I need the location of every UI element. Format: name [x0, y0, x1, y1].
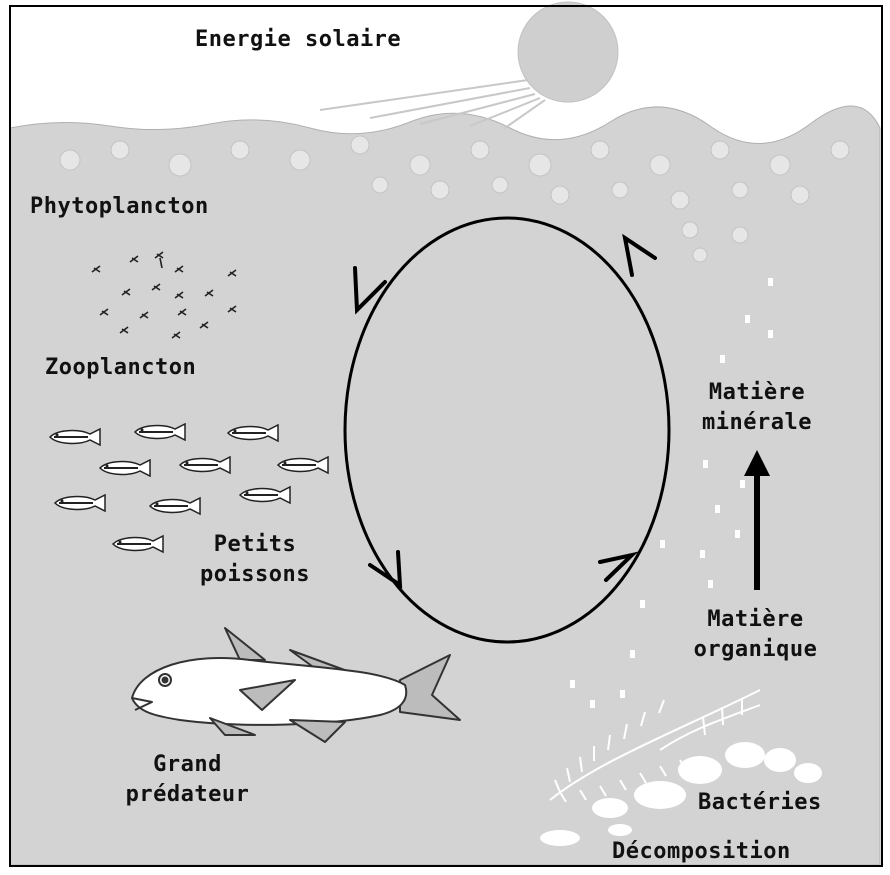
sky	[0, 0, 890, 130]
label-matiere-minerale: Matière minérale	[682, 378, 832, 438]
label-phytoplancton: Phytoplancton	[30, 192, 209, 222]
label-matiere-1: Matière	[682, 378, 832, 408]
label-decomposition: Décomposition	[612, 837, 791, 867]
label-predateur: prédateur	[100, 780, 275, 810]
label-petits: Petits	[185, 530, 325, 560]
label-bacteries: Bactéries	[698, 788, 822, 818]
label-matiere-organique: Matière organique	[668, 605, 843, 665]
label-organique: organique	[668, 635, 843, 665]
label-poissons: poissons	[185, 560, 325, 590]
label-energie-solaire: Energie solaire	[195, 25, 401, 55]
sun-icon	[518, 2, 618, 102]
label-minerale: minérale	[682, 408, 832, 438]
label-petits-poissons: Petits poissons	[185, 530, 325, 590]
label-matiere-2: Matière	[668, 605, 843, 635]
label-zooplancton: Zooplancton	[45, 353, 196, 383]
label-grand: Grand	[100, 750, 275, 780]
label-grand-predateur: Grand prédateur	[100, 750, 275, 810]
